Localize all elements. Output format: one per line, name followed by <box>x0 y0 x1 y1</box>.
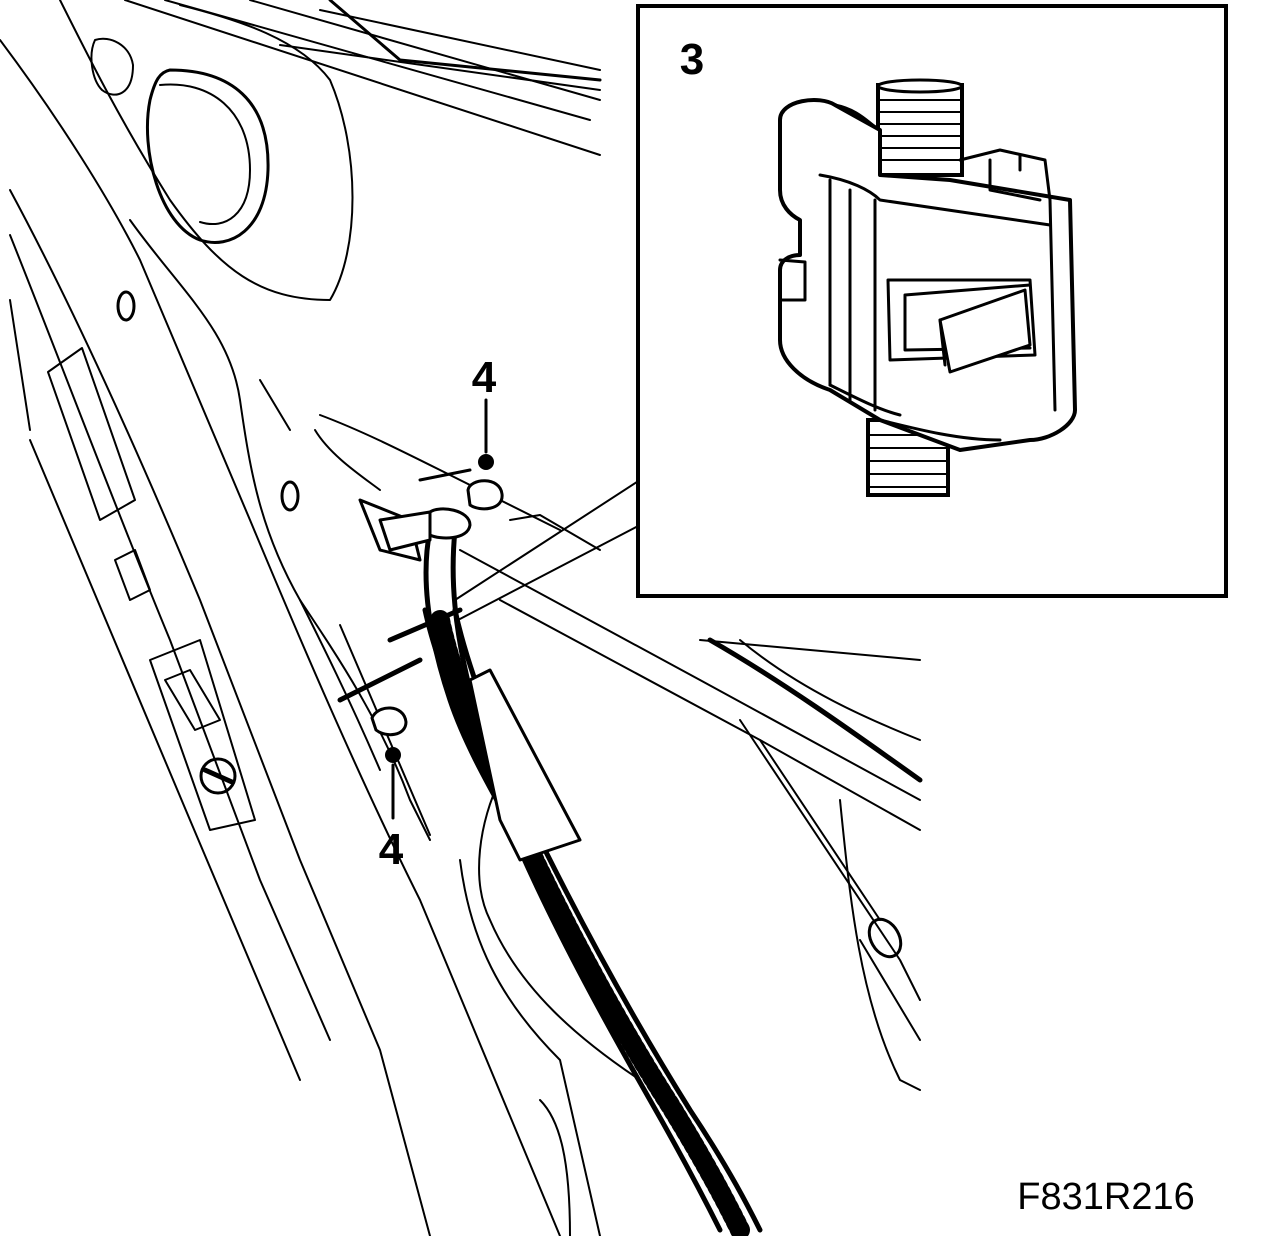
cable-harness <box>358 498 763 1236</box>
callout-dot <box>385 747 401 763</box>
cable-clip <box>778 98 1077 452</box>
threaded-stud <box>866 78 964 497</box>
callout-dot <box>478 454 494 470</box>
inset-detail: 3 <box>636 4 1228 598</box>
inset-leader <box>454 479 641 621</box>
clip-upper <box>337 479 504 703</box>
callout-label: 4 <box>379 825 404 874</box>
hole <box>280 480 300 512</box>
hole <box>116 290 136 322</box>
screw <box>199 757 237 795</box>
figure-code: F831R216 <box>1017 1176 1194 1218</box>
body-panel <box>0 0 641 1236</box>
callout-upper: 4 <box>472 353 497 470</box>
inset-label: 3 <box>680 35 704 84</box>
callout-label: 4 <box>472 353 497 402</box>
clip-lower <box>370 607 463 737</box>
callout-lower: 4 <box>379 747 404 874</box>
door-opening <box>314 414 923 1091</box>
